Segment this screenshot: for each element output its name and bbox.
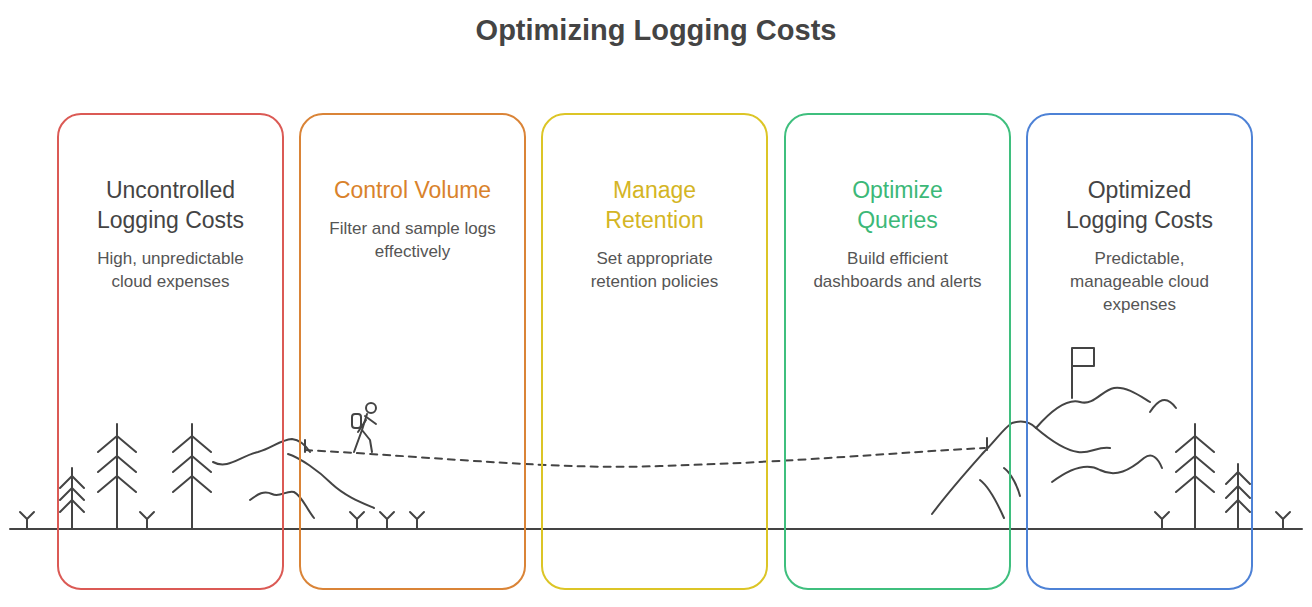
dashed-route [305,448,985,467]
ground-line [10,528,1302,530]
hiker-figure [352,403,376,452]
diagram-title: Optimizing Logging Costs [0,14,1312,47]
stage-description: High, unpredictable cloud expenses [86,247,256,293]
stage-heading: Manage Retention [580,175,730,235]
pine-trees [60,424,1250,529]
hills [213,439,374,518]
stage-panel: Optimized Logging CostsPredictable, mana… [1026,113,1253,590]
stage-panel: Uncontrolled Logging CostsHigh, unpredic… [57,113,284,590]
grass-tufts [20,512,1290,529]
stage-description: Filter and sample logs effectively [318,217,508,263]
stage-heading: Uncontrolled Logging Costs [76,175,266,235]
summit-mountain [932,348,1176,518]
stage-panel: Control VolumeFilter and sample logs eff… [299,113,526,590]
route-posts [305,438,987,452]
stage-description: Build efficient dashboards and alerts [813,247,983,293]
stage-heading: Optimize Queries [823,175,973,235]
stage-description: Predictable, manageable cloud expenses [1065,247,1215,316]
stage-panel: Optimize QueriesBuild efficient dashboar… [784,113,1011,590]
stage-heading: Control Volume [313,175,513,205]
stage-heading: Optimized Logging Costs [1055,175,1225,235]
stage-panel: Manage RetentionSet appropriate retentio… [541,113,768,590]
stage-description: Set appropriate retention policies [575,247,735,293]
